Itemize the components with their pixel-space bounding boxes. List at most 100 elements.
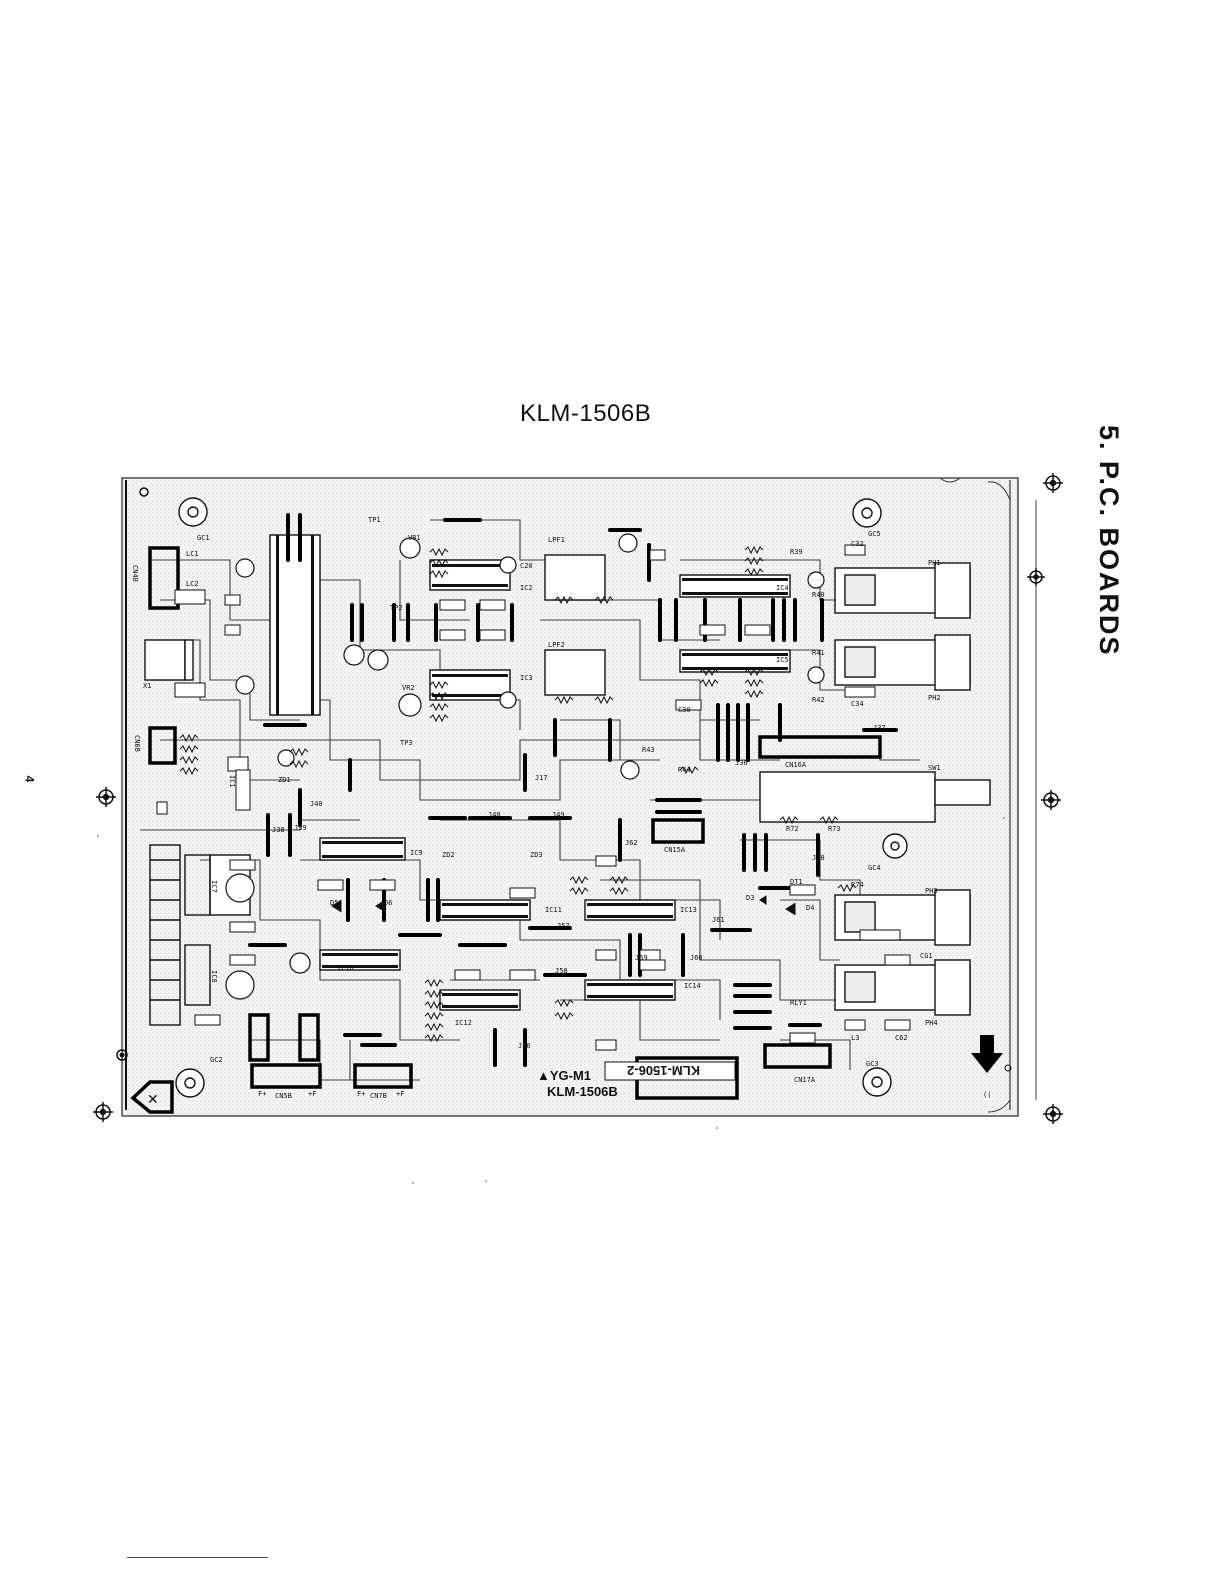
svg-text:IC3: IC3 <box>520 674 533 682</box>
svg-text:IC2: IC2 <box>520 584 533 592</box>
svg-text:IC11: IC11 <box>545 906 562 914</box>
svg-text:CN6B: CN6B <box>133 735 141 752</box>
svg-text:LC2: LC2 <box>186 580 199 588</box>
svg-text:IC5: IC5 <box>776 656 789 664</box>
round-components <box>225 533 825 1000</box>
svg-text:L3: L3 <box>851 1034 859 1042</box>
svg-text:LPF1: LPF1 <box>548 536 565 544</box>
svg-text:IC9: IC9 <box>410 849 423 857</box>
svg-text:+F: +F <box>308 1090 316 1098</box>
svg-text:PH3: PH3 <box>925 887 938 895</box>
svg-text:F+: F+ <box>357 1090 365 1098</box>
svg-text:TP3: TP3 <box>400 739 413 747</box>
board-id-main: KLM-1506B <box>547 1084 618 1099</box>
svg-text:F+: F+ <box>258 1090 266 1098</box>
crystal-x1 <box>144 639 194 681</box>
svg-text:J60: J60 <box>690 954 703 962</box>
svg-text:R43: R43 <box>642 746 655 754</box>
svg-text:R41: R41 <box>812 649 825 657</box>
svg-text:GC5: GC5 <box>868 530 881 538</box>
svg-text:CN15A: CN15A <box>664 846 686 854</box>
svg-text:J48: J48 <box>488 811 501 819</box>
svg-text:IC10: IC10 <box>337 964 354 972</box>
footer-rule <box>127 1557 268 1558</box>
svg-text:ZD2: ZD2 <box>442 851 455 859</box>
svg-text:C30: C30 <box>678 706 691 714</box>
svg-text:ZD1: ZD1 <box>278 776 291 784</box>
svg-text:D3: D3 <box>746 894 754 902</box>
svg-text:D6: D6 <box>384 899 392 907</box>
svg-text:CN4B: CN4B <box>131 565 139 582</box>
heat-sink <box>149 844 211 1026</box>
svg-text:J36: J36 <box>735 759 748 767</box>
svg-text:R44: R44 <box>678 766 691 774</box>
svg-text:GC2: GC2 <box>210 1056 223 1064</box>
svg-text:VR2: VR2 <box>402 684 415 692</box>
svg-text:C62: C62 <box>895 1034 908 1042</box>
jumper-wires <box>248 513 898 1067</box>
svg-text:R72: R72 <box>786 825 799 833</box>
svg-text:ZD3: ZD3 <box>530 851 543 859</box>
svg-text:J59: J59 <box>635 954 648 962</box>
svg-text:J39: J39 <box>294 824 307 832</box>
svg-text:PH4: PH4 <box>925 1019 938 1027</box>
svg-text:J37: J37 <box>873 724 886 732</box>
svg-text:DT1: DT1 <box>790 878 803 886</box>
board-id-labels: ▲YG-M1 KLM-1506B KLM-1506-2 ✕ F+ F+ +F +… <box>147 1061 736 1108</box>
svg-text:X1: X1 <box>143 682 151 690</box>
svg-text:R73: R73 <box>828 825 841 833</box>
diodes <box>331 895 796 915</box>
svg-text:IC7: IC7 <box>210 880 218 893</box>
svg-text:J58: J58 <box>555 967 568 975</box>
svg-text:J49: J49 <box>552 811 565 819</box>
svg-text:CN7B: CN7B <box>370 1092 387 1100</box>
svg-text:J38: J38 <box>272 826 285 834</box>
patch-label: KLM-1506-2 <box>627 1063 700 1078</box>
svg-text:J40: J40 <box>310 800 323 808</box>
svg-text:D5: D5 <box>330 899 338 907</box>
svg-text:GC1: GC1 <box>197 534 210 542</box>
svg-text:GC4: GC4 <box>868 864 881 872</box>
scan-dots <box>97 817 1005 1184</box>
svg-text:J68: J68 <box>812 854 825 862</box>
svg-text:C34: C34 <box>851 700 864 708</box>
svg-text:TP1: TP1 <box>368 516 381 524</box>
svg-text:IC14: IC14 <box>684 982 701 990</box>
down-arrow-icon: (( <box>971 1035 1012 1099</box>
svg-text:C20: C20 <box>520 562 533 570</box>
mounting-holes <box>175 497 908 1098</box>
svg-text:R40: R40 <box>812 591 825 599</box>
svg-text:SW1: SW1 <box>928 764 941 772</box>
ic-pins <box>276 535 788 1008</box>
svg-text:C32: C32 <box>851 540 864 548</box>
svg-text:((: (( <box>983 1091 991 1099</box>
svg-text:D4: D4 <box>806 904 814 912</box>
svg-text:LPF2: LPF2 <box>548 641 565 649</box>
svg-text:R42: R42 <box>812 696 825 704</box>
svg-text:PH1: PH1 <box>928 559 941 567</box>
svg-text:J56: J56 <box>518 1042 531 1050</box>
svg-text:J57: J57 <box>557 922 570 930</box>
svg-text:CN5B: CN5B <box>275 1092 292 1100</box>
svg-text:R39: R39 <box>790 548 803 556</box>
svg-text:IC1: IC1 <box>228 775 236 788</box>
svg-text:RLY1: RLY1 <box>790 999 807 1007</box>
svg-text:R74: R74 <box>851 881 864 889</box>
svg-text:PH2: PH2 <box>928 694 941 702</box>
svg-text:IC12: IC12 <box>455 1019 472 1027</box>
phono-jacks <box>759 562 991 1016</box>
svg-text:IC8: IC8 <box>210 970 218 983</box>
svg-text:J17: J17 <box>535 774 548 782</box>
svg-text:TP2: TP2 <box>390 604 403 612</box>
svg-text:IC13: IC13 <box>680 906 697 914</box>
registration-marks <box>93 473 1063 1124</box>
svg-text:GC3: GC3 <box>866 1060 879 1068</box>
yg-marker: ▲YG-M1 <box>537 1068 591 1083</box>
silkscreen-labels: GC1 GC5 GC2 GC3 GC4 LC1 LC2 X1 CN4B CN6B… <box>131 516 941 1100</box>
svg-text:CN16A: CN16A <box>785 761 807 769</box>
svg-text:VR1: VR1 <box>408 534 421 542</box>
resistors <box>179 545 857 1043</box>
svg-text:J61: J61 <box>712 916 725 924</box>
board-title: KLM-1506B <box>520 400 652 427</box>
